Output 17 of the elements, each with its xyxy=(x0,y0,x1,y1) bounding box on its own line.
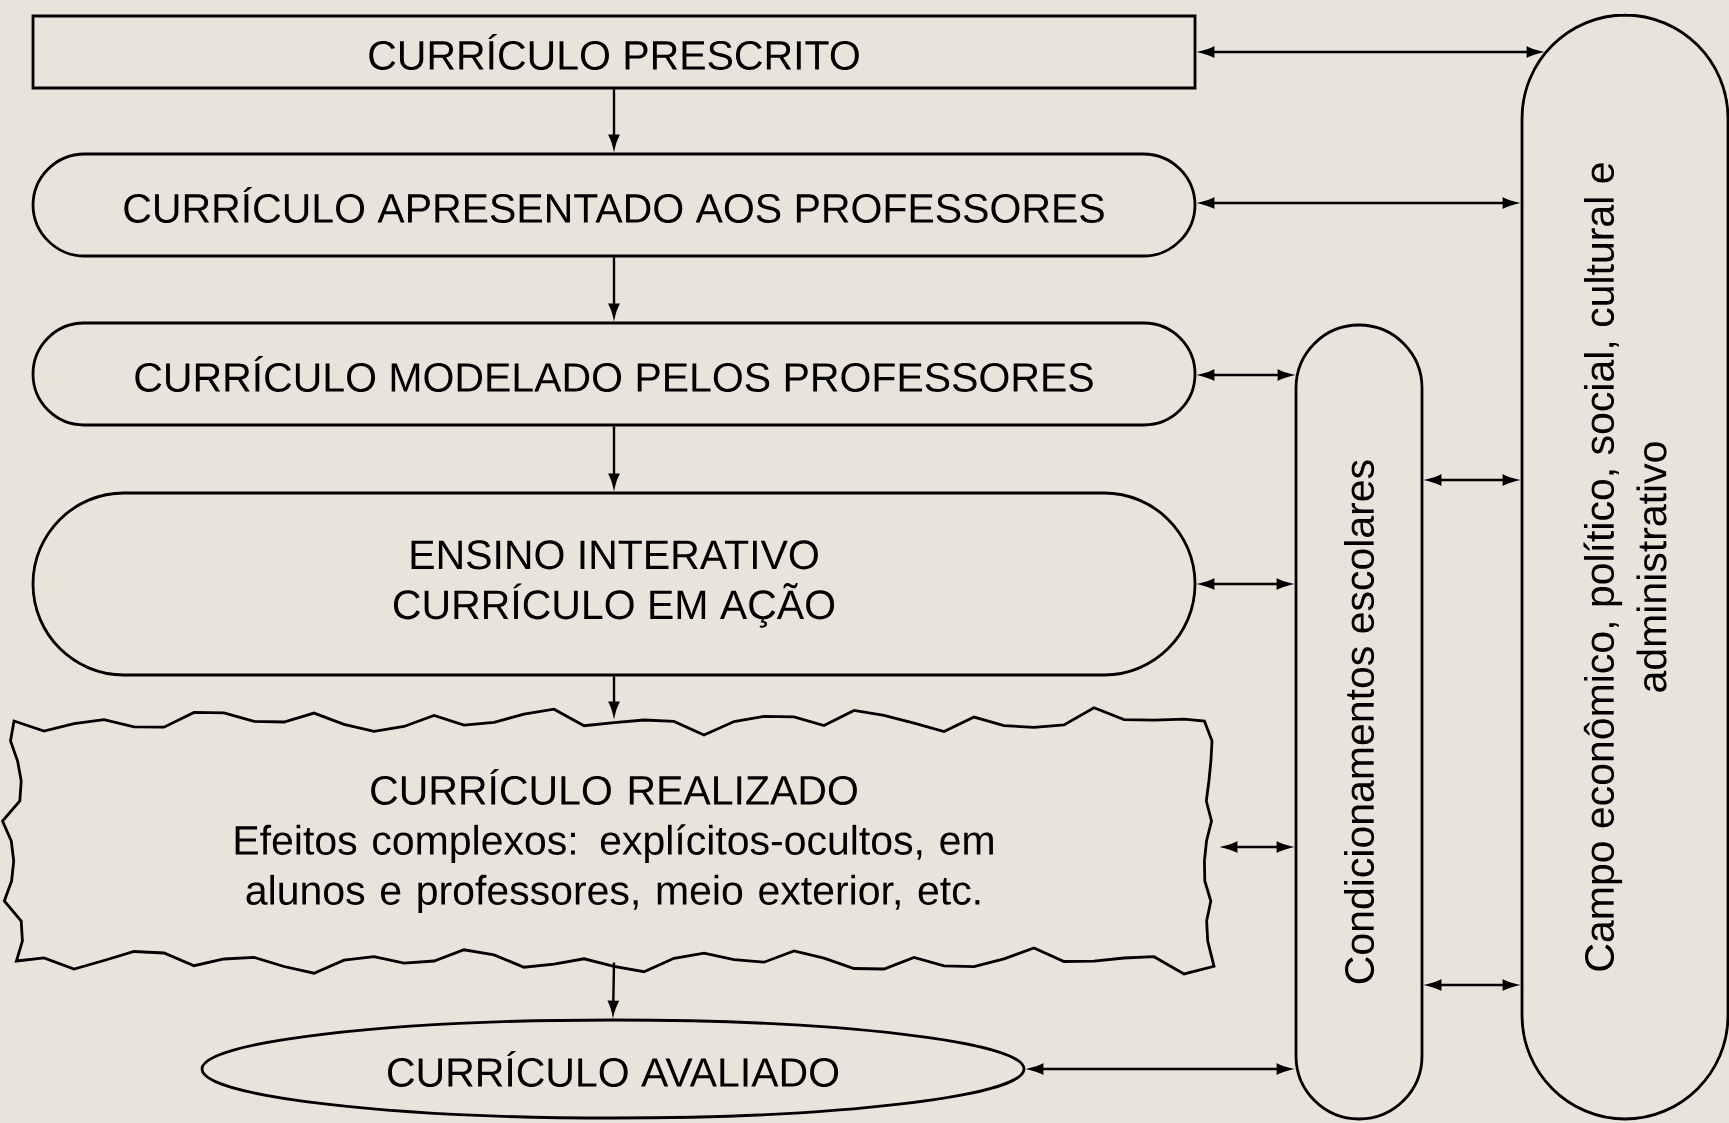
arrow xyxy=(608,426,620,488)
arrow xyxy=(1200,197,1517,209)
vertical-band: Condicionamentos escolares xyxy=(1294,323,1424,1121)
ellipse-node: CURRÍCULO AVALIADO xyxy=(200,1018,1026,1120)
torn-paper-box: CURRÍCULO REALIZADO Efeitos complexos: explícitos-ocultos, em alunos e professores, meio exterior, etc. xyxy=(0,706,1216,976)
rounded-box: ENSINO INTERATIVO CURRÍCULO EM AÇÃO xyxy=(31,491,1197,677)
arrow xyxy=(608,89,620,149)
arrow xyxy=(608,962,619,1015)
vertical-band: Campo econômico, político, social, cultural e administrativo xyxy=(1520,13,1729,1121)
arrow xyxy=(1427,979,1517,991)
process-box: CURRÍCULO PRESCRITO xyxy=(31,14,1197,90)
arrow xyxy=(1200,578,1291,590)
arrow xyxy=(1200,46,1541,58)
rounded-box: CURRÍCULO APRESENTADO AOS PROFESSORES xyxy=(31,152,1197,258)
rounded-box: CURRÍCULO MODELADO PELOS PROFESSORES xyxy=(31,321,1197,427)
arrow xyxy=(608,257,620,318)
arrow xyxy=(1427,474,1517,486)
